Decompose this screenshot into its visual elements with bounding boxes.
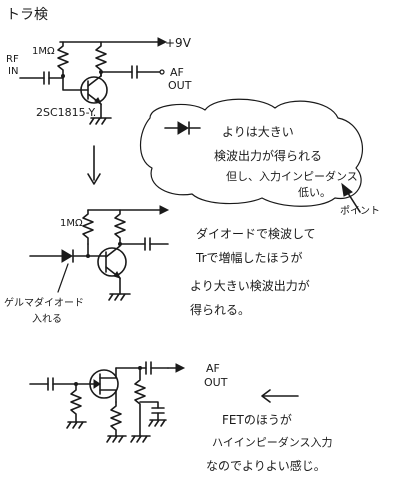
cloud-diode-triangle [177, 121, 189, 135]
node-dot-c3 [74, 382, 78, 386]
ground-symbol [89, 117, 112, 125]
circuit-3: AF OUT [29, 361, 228, 443]
fet-gate-arrow [93, 379, 101, 389]
cloud-note: よりは大きい 検波出力が得られる 但し、入力インピーダンス 低い。 ポイント [140, 98, 380, 217]
transistor-collector [87, 75, 102, 87]
fet-source [99, 389, 117, 403]
collector-resistor [95, 41, 107, 77]
node-dot-c2 [86, 254, 90, 258]
note3-line1: FETのほうが [222, 412, 292, 427]
note-2: ダイオードで検波して Trで増幅したほうが より大きい検波出力が 得られる。 [190, 226, 316, 317]
note2-line4: 得られる。 [190, 302, 250, 317]
note2-line2: Trで増幅したほうが [195, 250, 303, 265]
emitter-arrow [94, 97, 103, 106]
cloud-text-2: 検波出力が得られる [214, 148, 322, 163]
note-3: FETのほうが ハイインピーダンス入力 なのでよりよい感じ。 [206, 389, 333, 473]
resistor-label-2: 1MΩ [60, 218, 83, 229]
input-label-line1: RF [6, 54, 19, 65]
emitter-arrow-2 [113, 271, 121, 279]
source-resistor [110, 401, 122, 437]
bias-resistor [57, 41, 69, 77]
ground-symbol-3c [130, 435, 151, 443]
transistor-collector-2 [105, 245, 121, 258]
cloud-text-4: 低い。 [298, 186, 331, 199]
output-label-c3-line1: AF [206, 362, 220, 375]
cloud-text-1: よりは大きい [222, 125, 294, 139]
drain-resistor [134, 367, 146, 437]
circuit-1: +9V 1MΩ RF IN AF OUT 2SC1815-Y. [6, 36, 192, 125]
ground-symbol-3b [106, 435, 127, 443]
flow-arrow-head [87, 173, 101, 185]
bypass-wire [139, 401, 159, 409]
cloud-text-3: 但し、入力インピーダンス [226, 169, 358, 183]
fet-body [89, 369, 119, 399]
note2-line3: より大きい検波出力が [190, 278, 310, 293]
cloud-outline [140, 98, 364, 207]
resistor-label: 1MΩ [32, 46, 55, 57]
input-label-line2: IN [8, 66, 18, 77]
ground-symbol-2 [108, 293, 131, 301]
node-dot-c3b [138, 366, 142, 370]
supply-arrow [157, 37, 168, 47]
bias-resistor-2 [82, 209, 94, 245]
node-dot [61, 74, 65, 78]
ground-symbol-3d [148, 419, 167, 427]
note2-line1: ダイオードで検波して [196, 226, 316, 241]
node-dot-2 [99, 70, 103, 74]
note3-line3: なのでよりよい感じ。 [206, 458, 326, 473]
gate-resistor [70, 383, 82, 423]
diode-pointer [57, 263, 69, 293]
base-wire [62, 75, 89, 91]
transistor-emitter-2 [105, 266, 121, 295]
output-terminal [159, 69, 165, 75]
point-arrow-head [341, 182, 353, 197]
ground-symbol-3a [66, 421, 87, 429]
supply-label: +9V [165, 36, 192, 50]
note3-line2: ハイインピーダンス入力 [212, 435, 333, 449]
transistor-label: 2SC1815-Y. [36, 106, 96, 119]
circuit-2: 1MΩ ゲルマダイオード 入れる [4, 205, 170, 325]
node-dot-c2b [118, 242, 122, 246]
collector-resistor-2 [114, 209, 126, 245]
transistor-body-2 [97, 247, 127, 277]
diode-label-line2: 入れる [32, 313, 62, 325]
page-title: トラ検 [6, 7, 48, 23]
note3-arrow-head [261, 389, 271, 403]
output-arrow-c3 [175, 363, 186, 373]
output-label-line2: OUT [168, 79, 192, 92]
output-label-line1: AF [170, 66, 184, 79]
output-label-c3-line2: OUT [204, 376, 228, 389]
supply-arrow-2 [159, 205, 170, 215]
point-label: ポイント [340, 205, 380, 217]
germanium-diode-triangle [61, 249, 73, 263]
diode-label-line1: ゲルマダイオード [4, 296, 84, 309]
fet-drain [99, 367, 117, 379]
output-wire [100, 71, 133, 77]
